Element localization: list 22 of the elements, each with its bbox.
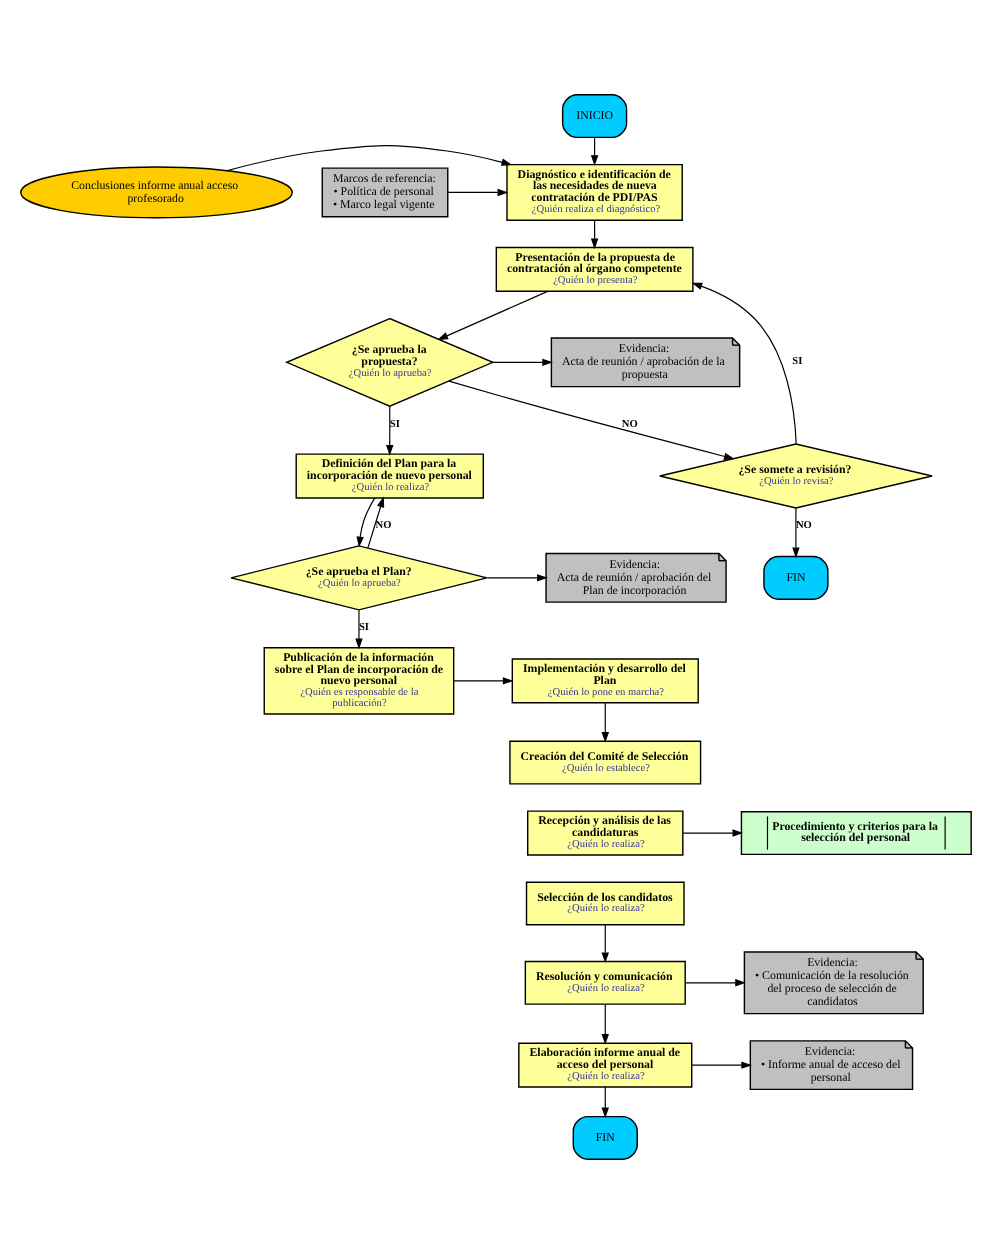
arrow <box>437 290 549 341</box>
arrow <box>601 924 609 964</box>
arrow <box>601 702 609 743</box>
arrow <box>492 358 553 367</box>
arrow <box>691 282 797 445</box>
arrow <box>590 219 599 250</box>
arrow <box>601 1086 609 1119</box>
arrow <box>448 380 735 460</box>
arrow <box>792 507 800 559</box>
arrow <box>691 1061 752 1069</box>
arrow <box>486 574 548 582</box>
arrow <box>355 609 363 650</box>
arrow <box>601 1003 609 1045</box>
arrow <box>682 829 744 837</box>
arrow <box>453 677 514 685</box>
arrow <box>685 979 746 987</box>
arrow <box>447 188 509 197</box>
arrow <box>356 497 376 548</box>
arrow <box>367 496 385 549</box>
arrow <box>386 405 394 456</box>
arrow <box>590 136 599 166</box>
arrow <box>225 144 513 172</box>
